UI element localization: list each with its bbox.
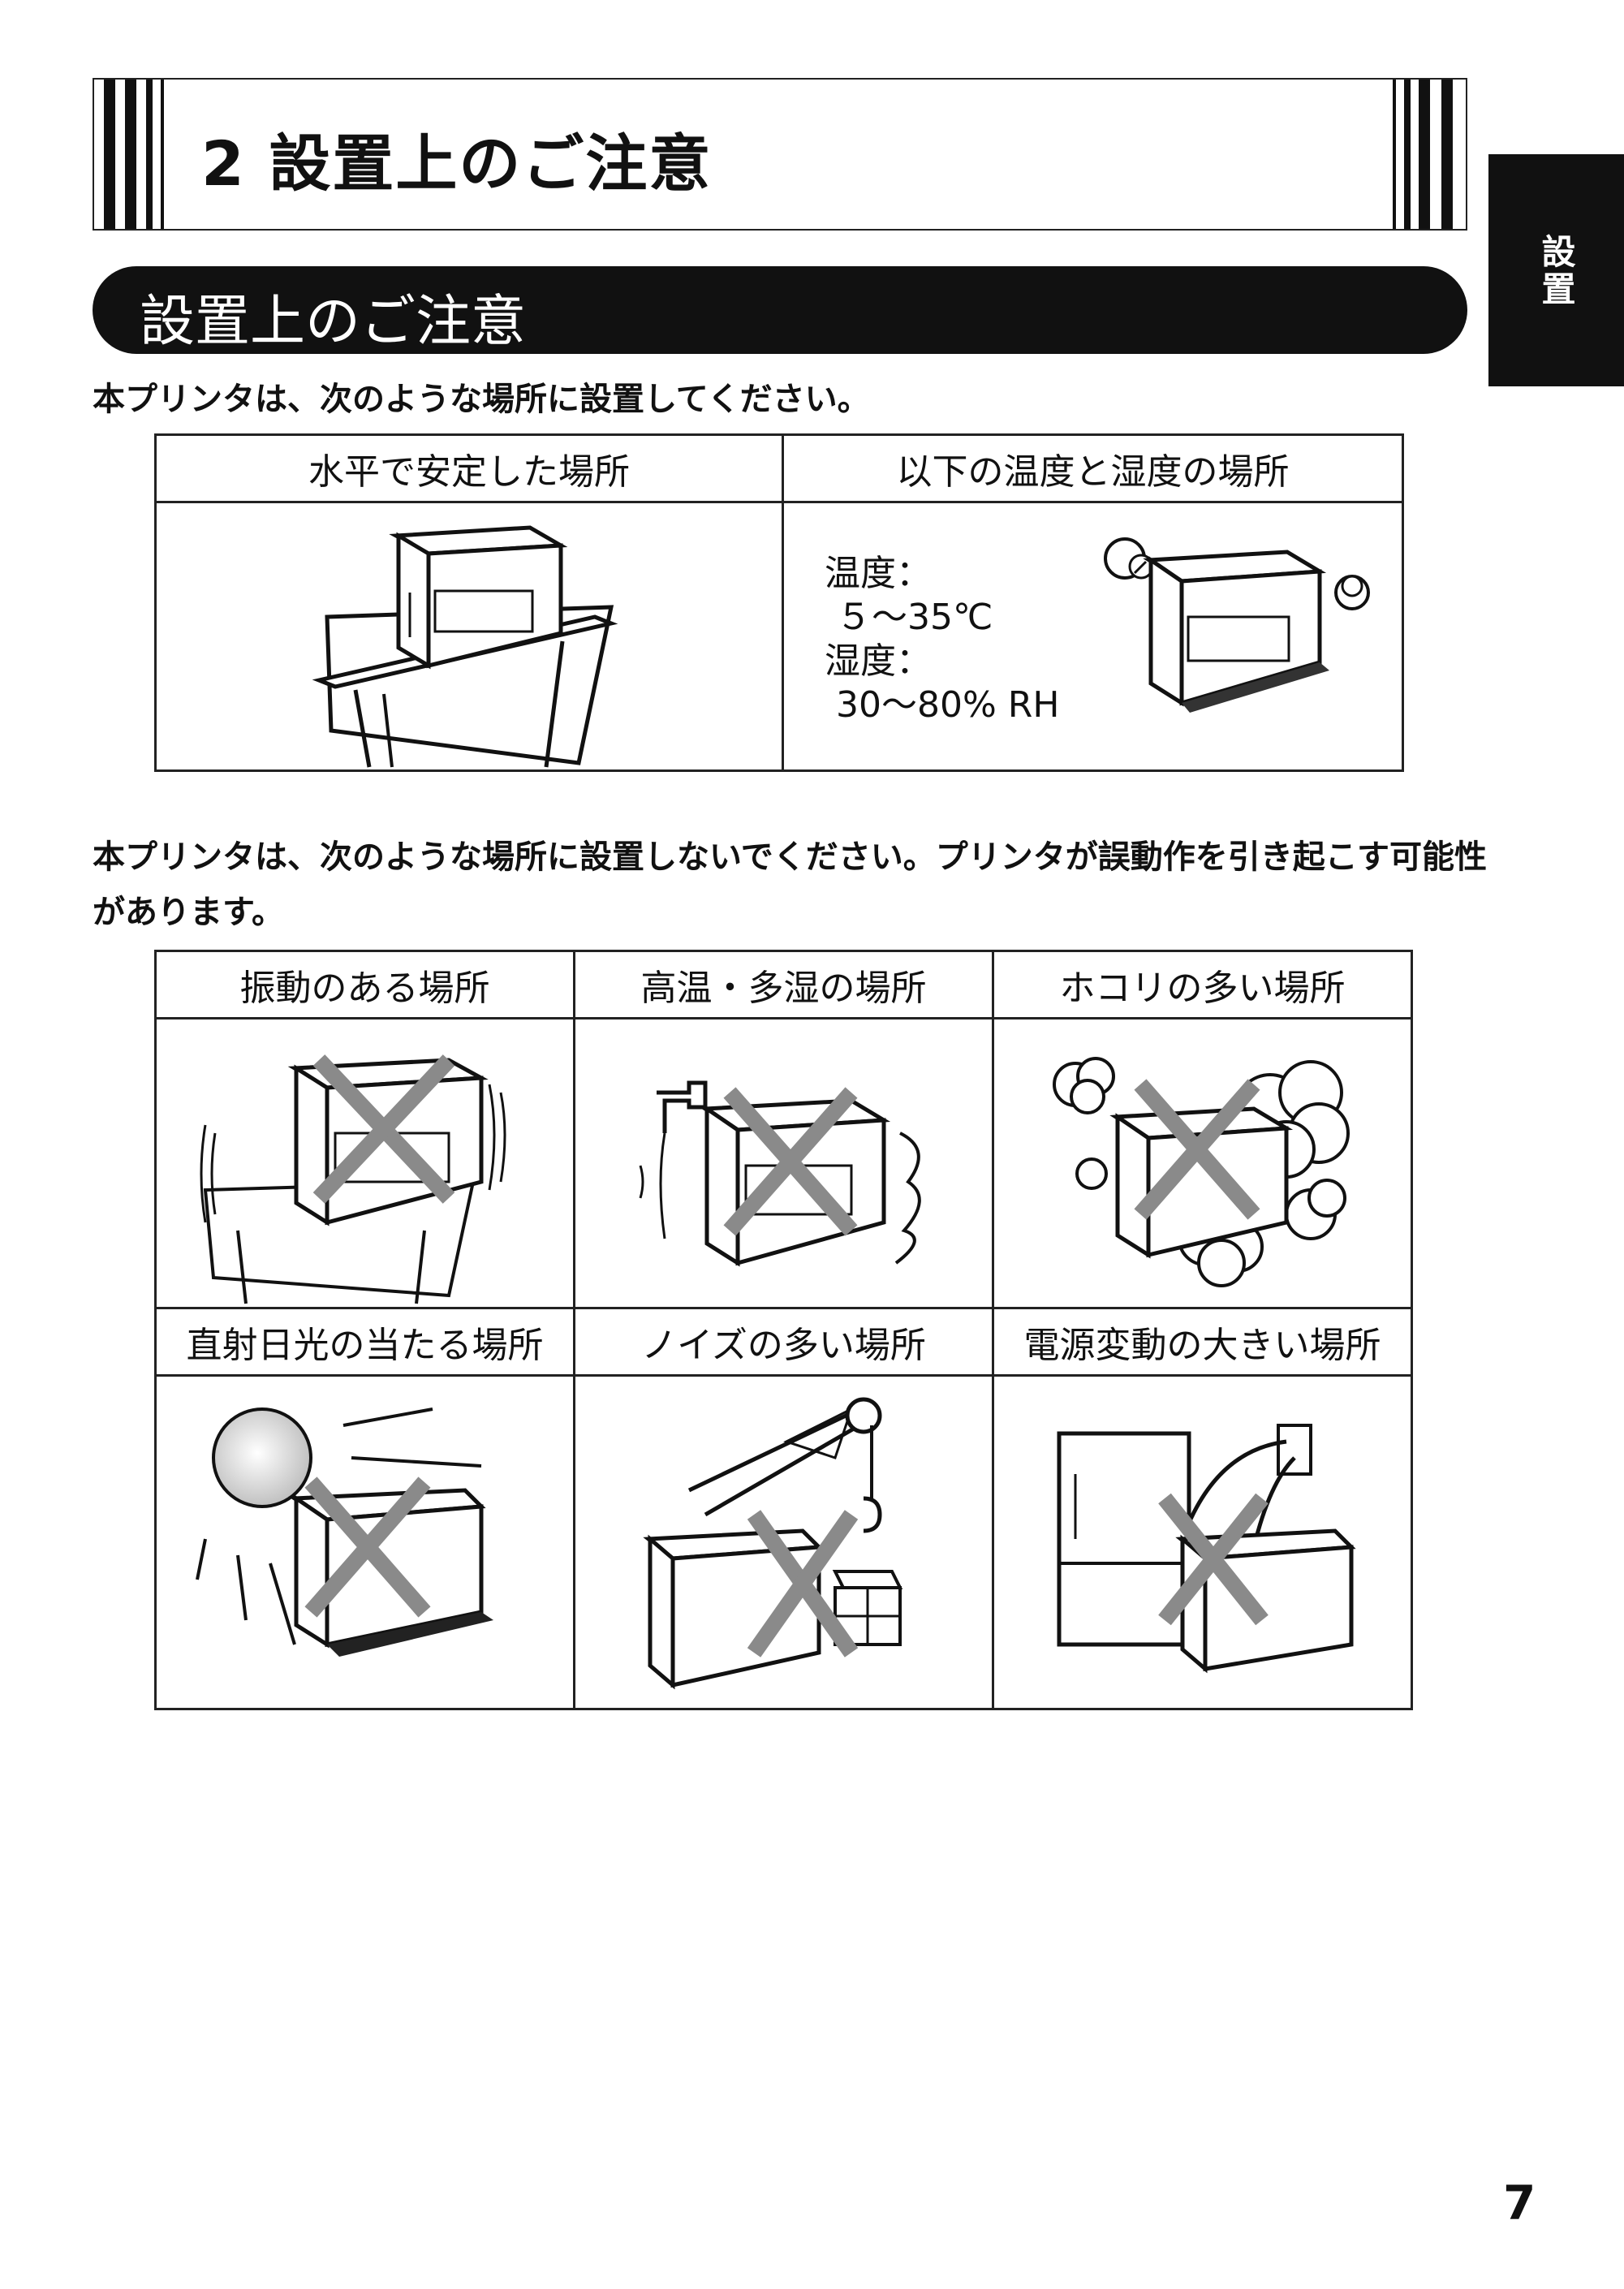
recommended-label-stable: 水平で安定した場所 [154, 433, 784, 503]
noise-illustration [573, 1374, 994, 1710]
humidity-value: 30～80% RH [836, 684, 1060, 726]
temperature-humidity-illustration: 温度： ５～35℃ 湿度： 30～80% RH [782, 501, 1404, 772]
intro-avoid: 本プリンタは、次のような場所に設置しないでください。プリンタが誤動作を引き起こす… [93, 838, 1487, 931]
sunlight-icon [196, 1407, 493, 1657]
dust-illustration [992, 1017, 1413, 1309]
humidity-icon [639, 1080, 921, 1267]
power-illustration [992, 1374, 1413, 1710]
avoid-label-noise: ノイズの多い場所 [573, 1307, 994, 1377]
avoid-table: 振動のある場所 高温・多湿の場所 ホコリの多い場所 [154, 950, 1413, 1710]
temp-value: ５～35℃ [836, 597, 993, 638]
conditions-text: 温度： ５～35℃ 湿度： 30～80% RH [825, 552, 1059, 727]
chapter-title: 2 設置上のご注意 [201, 127, 713, 200]
dust-icon [1053, 1057, 1350, 1287]
avoid-label-vibration: 振動のある場所 [154, 950, 575, 1019]
recommended-table: 水平で安定した場所 以下の温度と湿度の場所 温度： ５～35 [154, 433, 1404, 772]
chapter-header: 2 設置上のご注意 [93, 78, 1467, 231]
printer-on-table-icon [312, 525, 618, 768]
power-fluctuation-icon [1057, 1424, 1356, 1674]
side-tab-label: 設置 [1536, 234, 1576, 308]
avoid-label-sunlight: 直射日光の当たる場所 [154, 1307, 575, 1377]
section-header: 設置上のご注意 [93, 266, 1467, 354]
vibration-illustration [154, 1017, 575, 1309]
avoid-label-power: 電源変動の大きい場所 [992, 1307, 1413, 1377]
sunlight-illustration [154, 1374, 575, 1710]
temp-label: 温度： [825, 553, 932, 594]
section-title: 設置上のご注意 [140, 290, 527, 354]
stable-surface-illustration [154, 501, 784, 772]
avoid-label-humidity: 高温・多湿の場所 [573, 950, 994, 1019]
printer-with-gauges-icon [1104, 537, 1370, 713]
vibration-icon [200, 1054, 506, 1304]
intro-recommended: 本プリンタは、次のような場所に設置してください。 [93, 381, 870, 418]
recommended-label-temp: 以下の温度と湿度の場所 [782, 433, 1404, 503]
avoid-label-dust: ホコリの多い場所 [992, 950, 1413, 1019]
page-number: 7 [1503, 2175, 1536, 2231]
humidity-illustration [573, 1017, 994, 1309]
humidity-label: 湿度： [825, 640, 932, 682]
side-index-tab: 設置 [1488, 154, 1624, 386]
crane-noise-icon [643, 1397, 903, 1690]
